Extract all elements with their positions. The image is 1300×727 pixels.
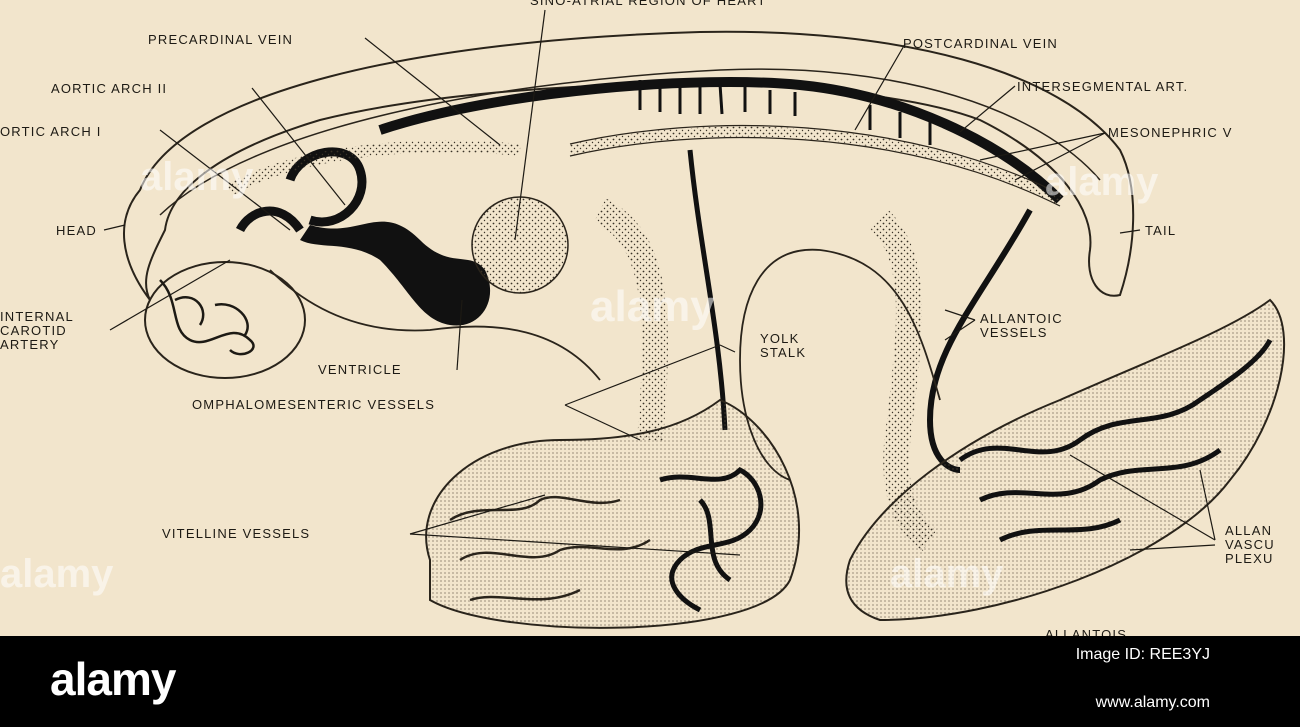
label-ventricle: VENTRICLE	[318, 362, 402, 377]
watermark-center: alamy	[590, 282, 715, 331]
brand-logo[interactable]: alamy	[50, 653, 176, 705]
leader-lines	[103, 9, 1216, 556]
omphalomesenteric-band	[593, 198, 668, 442]
sino-atrial-region	[471, 196, 569, 294]
footer-bar: alamy Image ID: REE3YJ www.alamy.com	[0, 636, 1300, 727]
label-omphalomesenteric-vessels: OMPHALOMESENTERIC VESSELS	[192, 397, 436, 412]
watermark-left-bottom: alamy	[0, 552, 114, 596]
yolk-stalk-artery	[687, 149, 728, 431]
label-mesonephric: MESONEPHRIC V	[1108, 125, 1233, 140]
inner-body-line	[159, 68, 1101, 216]
vitelline-network	[449, 495, 651, 602]
label-aortic-arch-1: ORTIC ARCH I	[0, 124, 102, 139]
precardinal-vein	[227, 140, 521, 196]
intersegmental-arteries	[638, 80, 932, 145]
head-region	[144, 261, 306, 379]
label-allantois: ALLANTOIS	[1045, 627, 1128, 637]
label-tail: TAIL	[1145, 223, 1177, 238]
allantoic-plexus	[958, 338, 1273, 543]
watermark-left-top: alamy	[140, 155, 254, 199]
label-vitelline-vessels: VITELLINE VESSELS	[162, 526, 311, 541]
watermark-right-top: alamy	[1045, 160, 1159, 204]
embryo-circulation-diagram: SINO-ATRIAL REGION OF HEART PRECARDINAL …	[0, 0, 1300, 636]
postcardinal-vein	[568, 126, 1063, 205]
watermark-right-bottom: alamy	[890, 552, 1004, 596]
label-internal-carotid-artery: INTERNAL CAROTID ARTERY	[0, 309, 74, 352]
diagram-drawing	[103, 9, 1286, 629]
label-yolk-stalk: YOLK STALK	[760, 331, 807, 360]
heart-ventricle	[300, 221, 491, 326]
label-head: HEAD	[56, 223, 97, 238]
yolk-sac	[425, 398, 800, 629]
label-aortic-arch-2: AORTIC ARCH II	[51, 81, 168, 96]
label-intersegmental-art: INTERSEGMENTAL ART.	[1017, 79, 1189, 94]
label-postcardinal-vein: POSTCARDINAL VEIN	[903, 36, 1059, 51]
vitelline-black-network	[659, 466, 764, 613]
label-allantoic-vascular-plexus: ALLAN VASCU PLEXU	[1225, 523, 1275, 566]
allantoic-stalk-fold	[739, 248, 941, 481]
label-sino-atrial-region: SINO-ATRIAL REGION OF HEART	[530, 0, 767, 8]
label-allantoic-vessels: ALLANTOIC VESSELS	[980, 311, 1063, 340]
head-capillaries	[159, 279, 255, 356]
amnion-fold	[269, 269, 601, 381]
embryo-outline	[123, 30, 1135, 301]
dorsal-aorta	[378, 77, 1064, 204]
allantois	[845, 298, 1286, 622]
postcardinal-outline	[569, 124, 1061, 207]
image-id-text: Image ID: REE3YJ	[1075, 646, 1210, 663]
label-precardinal-vein: PRECARDINAL VEIN	[148, 32, 294, 47]
site-url-link[interactable]: www.alamy.com	[1095, 694, 1210, 711]
